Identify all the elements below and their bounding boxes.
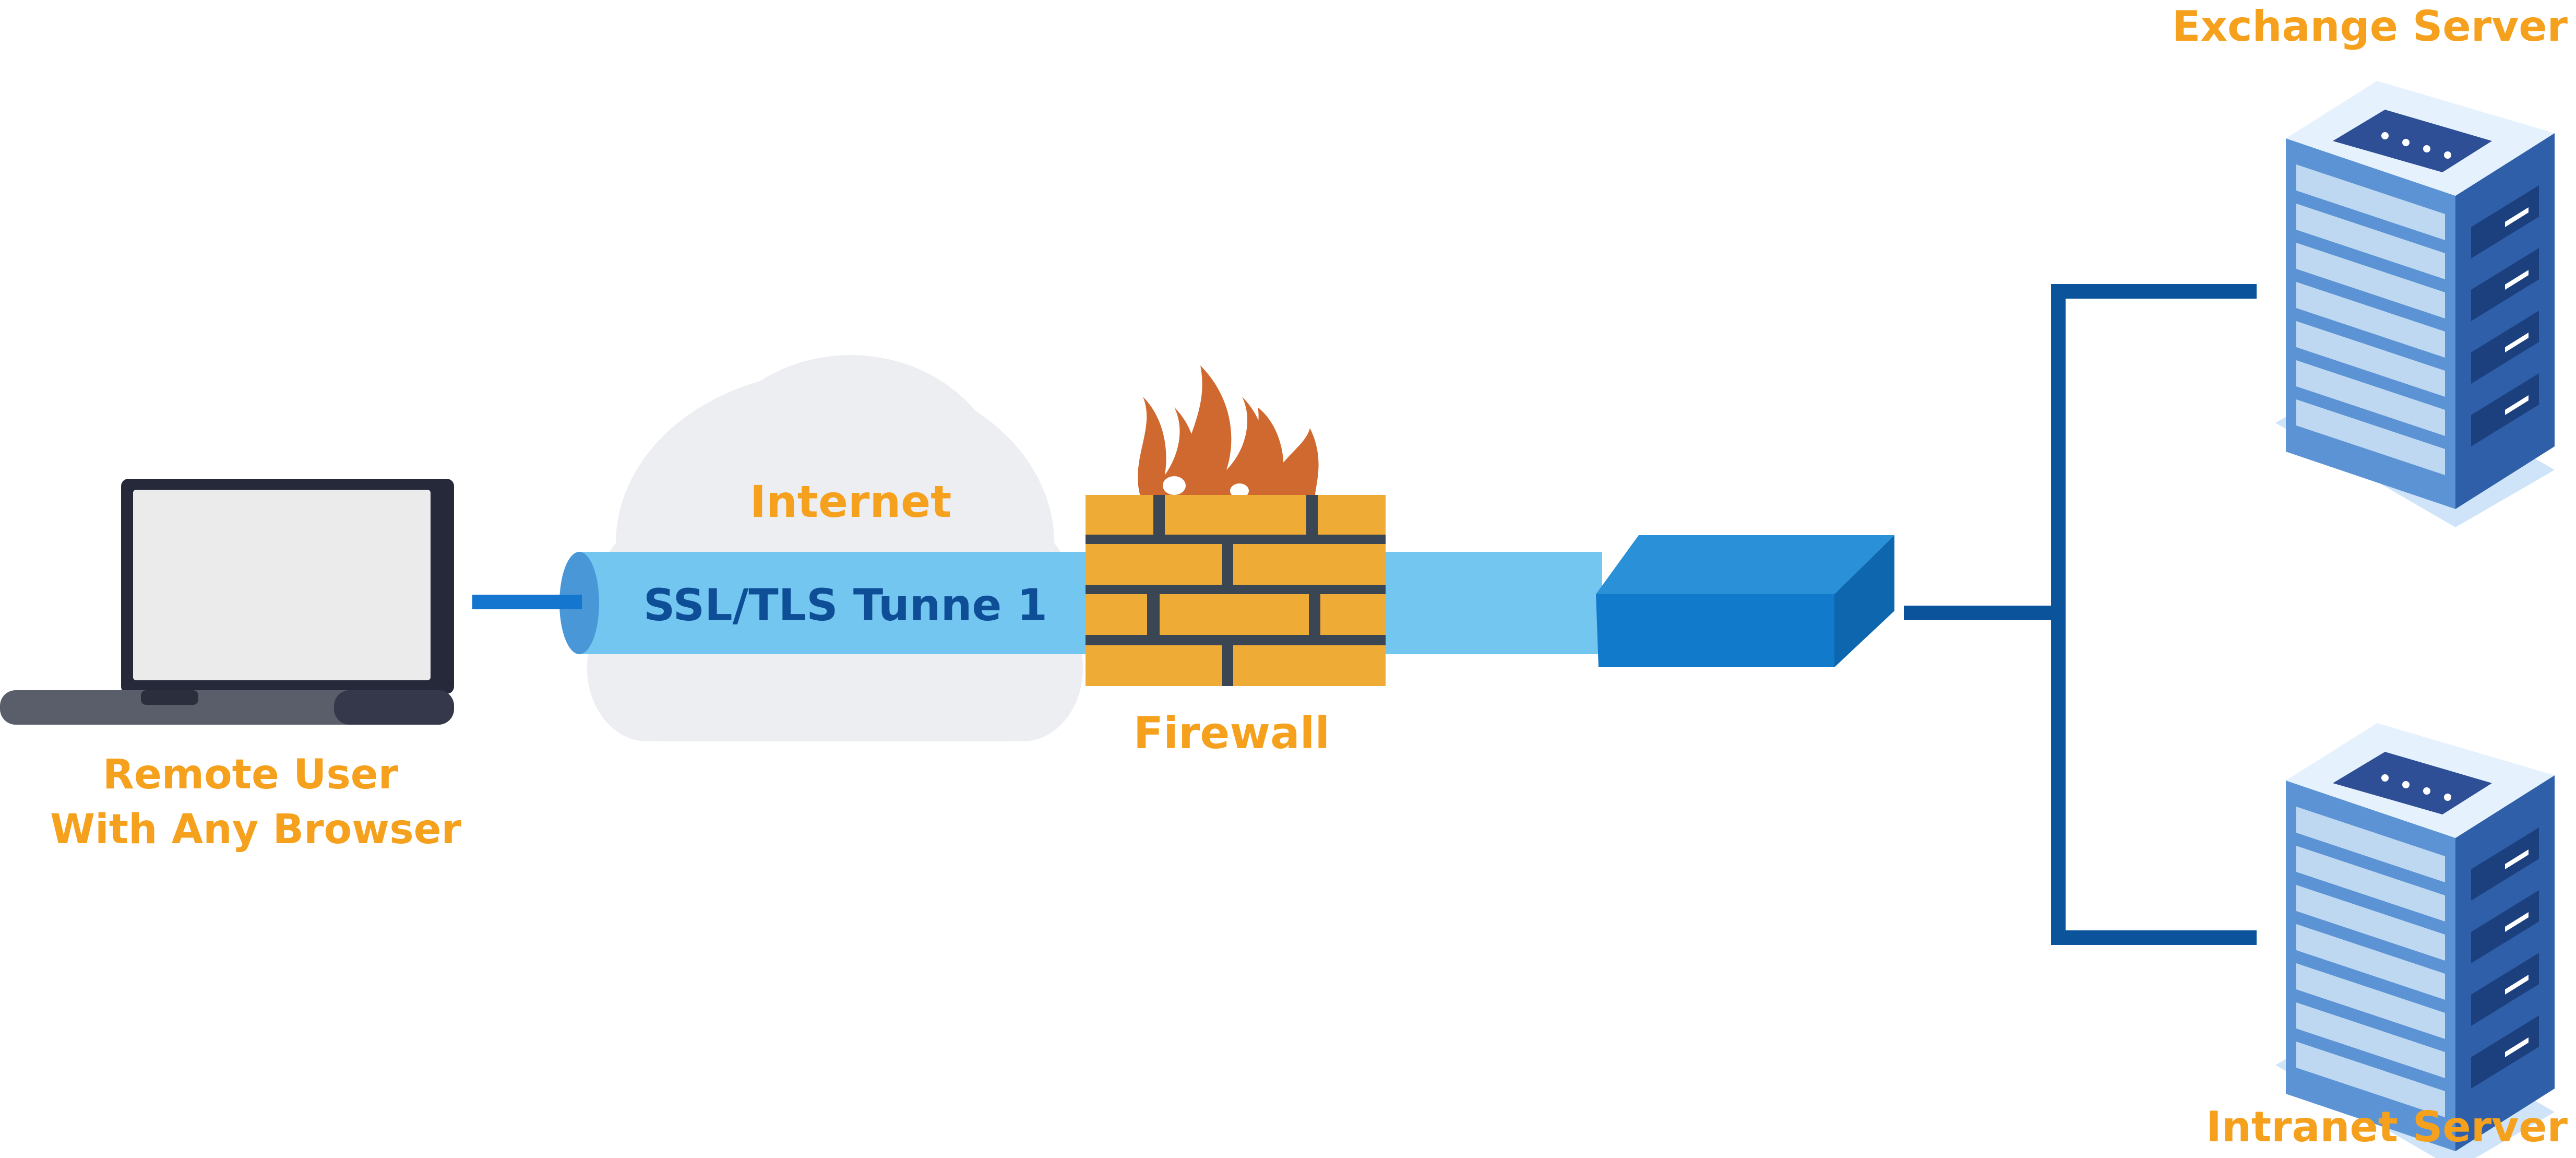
exchange-server-label: Exchange Server	[2172, 2, 2568, 51]
exchange-server-icon	[2275, 81, 2555, 527]
remote-user-label-line1: Remote User	[103, 751, 399, 798]
firewall-icon	[1086, 495, 1386, 686]
firewall-label: Firewall	[1134, 707, 1330, 759]
cloud-icon	[587, 355, 1083, 741]
intranet-server-icon	[2275, 723, 2555, 1158]
laptop-connector-line	[472, 595, 582, 609]
ssl-tls-tunnel	[559, 552, 1602, 654]
remote-user-label-line2: With Any Browser	[50, 806, 462, 853]
vpn-appliance-icon	[1596, 535, 1894, 667]
flame-icon	[1138, 365, 1319, 498]
internet-label: Internet	[750, 476, 952, 527]
tunnel-label: SSL/TLS Tunne 1	[643, 580, 1047, 631]
tunnel-body-right	[1383, 552, 1602, 654]
intranet-server-label: Intranet Server	[2206, 1103, 2568, 1151]
tunnel-body-left	[578, 552, 1086, 654]
network-connectors	[1904, 284, 2257, 945]
laptop-icon	[0, 479, 454, 725]
